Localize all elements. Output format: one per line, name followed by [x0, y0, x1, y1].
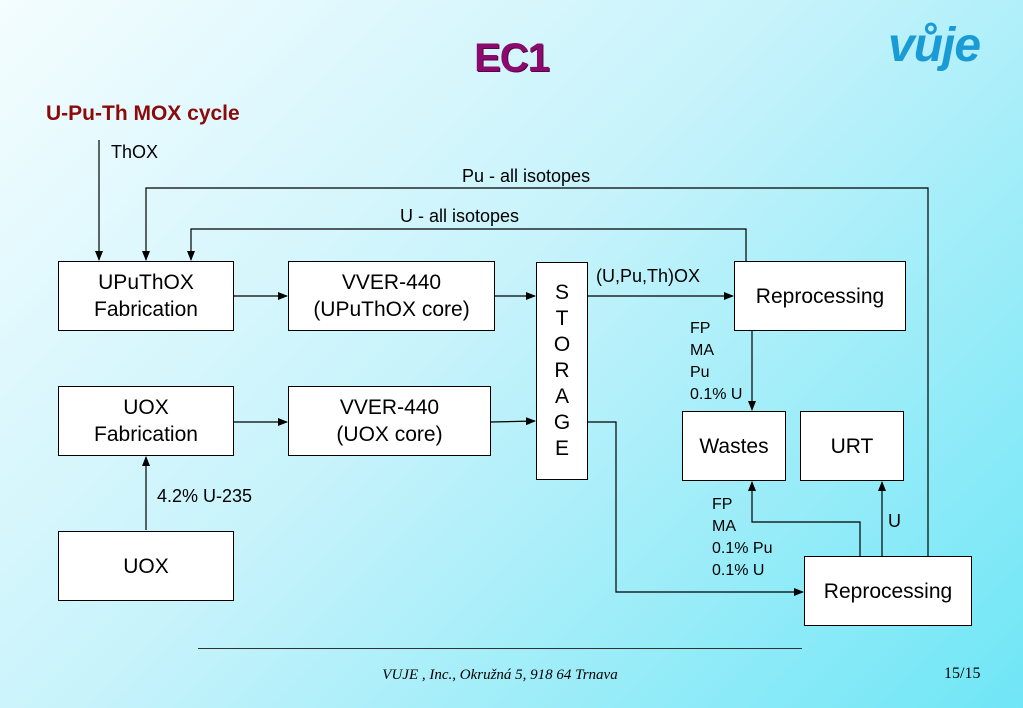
u-isotopes-label: U - all isotopes: [400, 206, 520, 226]
storage-letter: O: [553, 333, 571, 356]
urt-box: URT: [800, 411, 904, 481]
u-to-urt-label: U: [888, 511, 901, 531]
arrow-repro-bottom-to-wastes: [748, 481, 861, 556]
wastes-box: Wastes: [682, 411, 786, 481]
diagram-subtitle: U-Pu-Th MOX cycle: [46, 102, 240, 125]
thox-label: ThOX: [111, 142, 159, 162]
waste-top-label: FP MA Pu 0.1% U: [690, 320, 743, 403]
waste-bottom-label: FP MA 0.1% Pu 0.1% U: [712, 496, 773, 579]
storage-letter: T: [555, 307, 569, 330]
reprocessing-bottom-box: Reprocessing: [804, 556, 972, 626]
arrow-storage-to-repro-bottom: [588, 421, 804, 596]
uputh-ox-label: (U,Pu,Th)OX: [596, 266, 701, 286]
arrow-pu-recycle: [142, 187, 929, 556]
storage-letter: E: [554, 437, 569, 460]
storage-letter: R: [554, 359, 570, 382]
vuje-logo: vůje: [888, 19, 981, 72]
vver-uputhox-box: VVER-440(UPuThOX core): [288, 261, 495, 331]
pu-isotopes-label: Pu - all isotopes: [462, 166, 591, 186]
uox-box: UOX: [58, 531, 234, 601]
vver-uox-box: VVER-440(UOX core): [288, 386, 491, 456]
storage-letter: A: [554, 385, 569, 408]
storage-letter: G: [553, 411, 571, 434]
slide-title: EC1: [474, 36, 550, 80]
enrichment-label: 4.2% U-235: [157, 486, 253, 506]
footer-divider: [198, 648, 802, 649]
arrow-u-recycle: [187, 228, 747, 261]
footer-address: VUJE , Inc., Okružná 5, 918 64 Trnava: [382, 667, 618, 683]
storage-box: S T O R A G E: [536, 262, 588, 480]
arrow-vver-uox-to-storage: [490, 417, 536, 426]
page-number: 15/15: [944, 665, 981, 682]
storage-letter: S: [554, 281, 569, 304]
reprocessing-top-box: Reprocessing: [734, 261, 906, 331]
